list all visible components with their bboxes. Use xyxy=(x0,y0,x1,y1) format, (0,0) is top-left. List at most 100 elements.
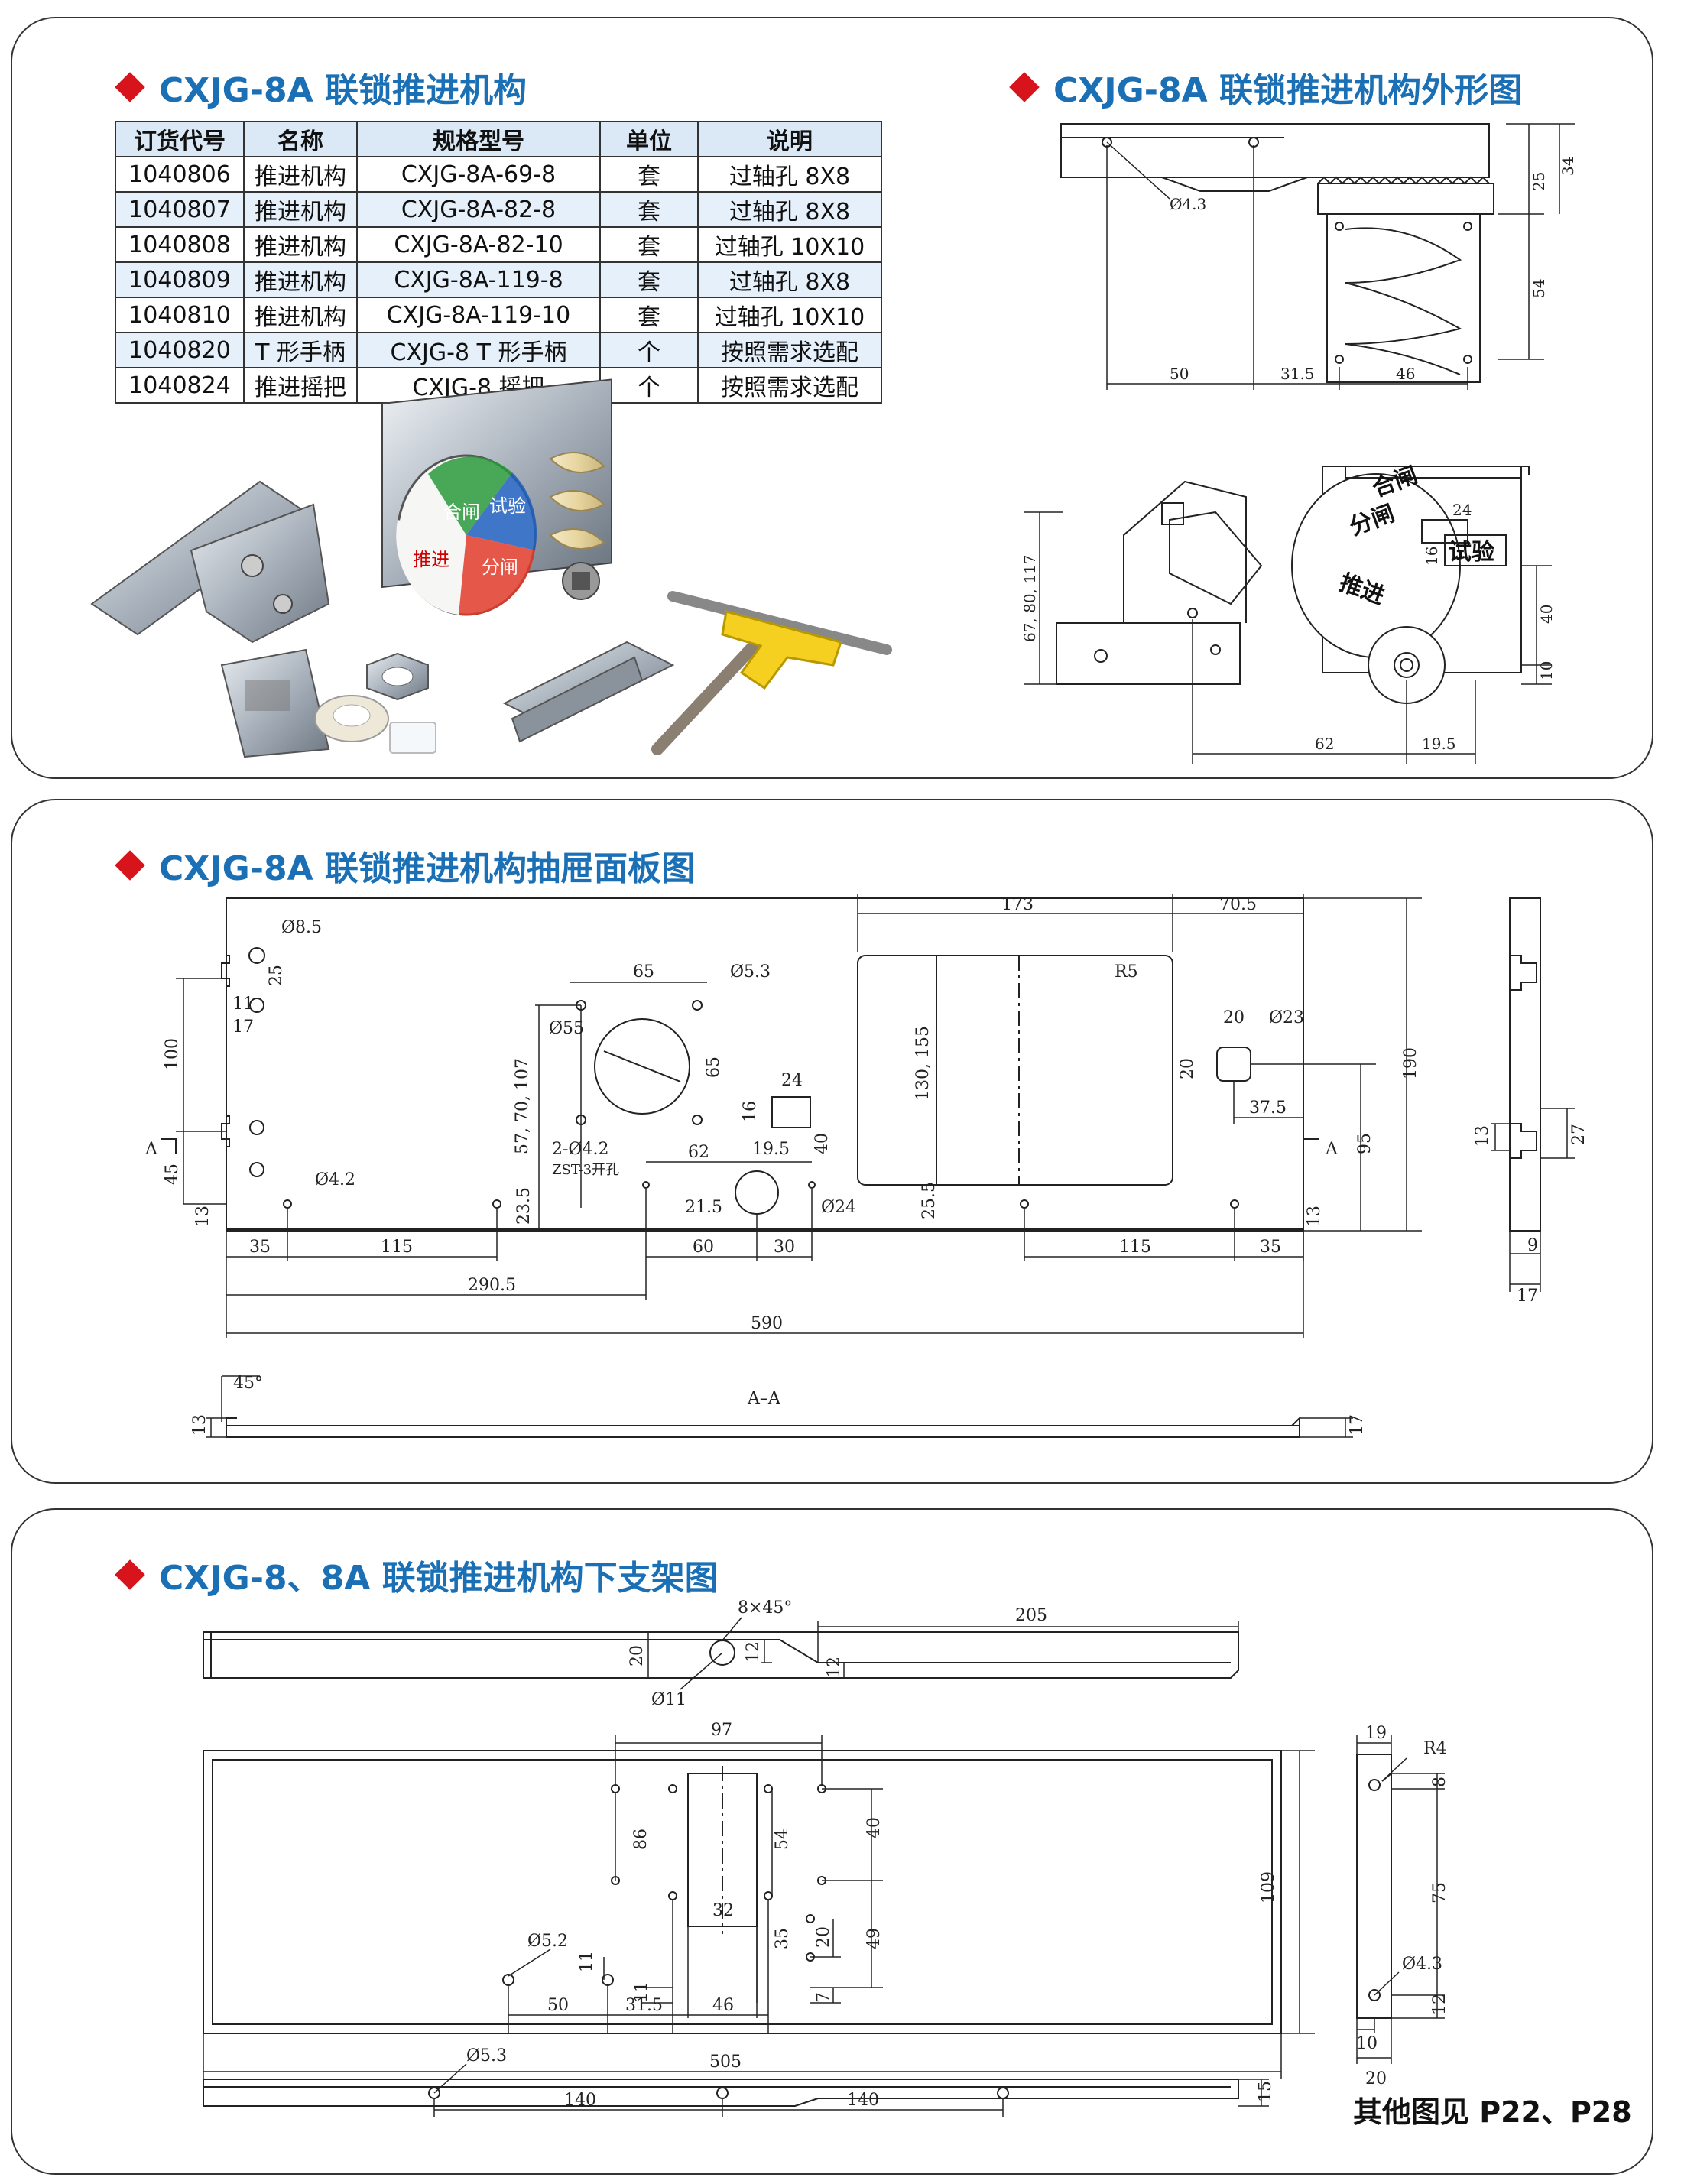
dim-label: 12 xyxy=(1430,1994,1449,2015)
plastic-cap-part xyxy=(314,695,436,754)
cell: 个 xyxy=(599,367,699,404)
diamond-bullet-icon xyxy=(1009,72,1040,102)
dim-label: 62 xyxy=(1315,735,1334,753)
cell: 1040810 xyxy=(115,297,245,333)
dial-text: 试验 xyxy=(1449,539,1494,566)
dim-label: 11 xyxy=(232,995,254,1014)
dim-label: 27 xyxy=(1569,1124,1589,1145)
dim-label: 50 xyxy=(547,1996,569,2015)
table-row: 1040809 推进机构 CXJG-8A-119-8 套 过轴孔 8X8 xyxy=(115,261,882,298)
small-bracket-part xyxy=(220,648,330,758)
dim-label: 20 xyxy=(1178,1058,1197,1079)
bracket-bottom-dims: Ø5.3 15 140 140 xyxy=(433,2046,1275,2117)
diamond-bullet-icon xyxy=(115,72,145,102)
aa-section-view xyxy=(206,1375,1353,1438)
dim-label: 34 xyxy=(1559,157,1577,176)
cell: CXJG-8A-82-10 xyxy=(356,226,601,263)
cell: 推进机构 xyxy=(243,297,358,333)
cell: 1040806 xyxy=(115,156,245,193)
dim-label: 205 xyxy=(1015,1606,1047,1625)
dim-label: 130, 155 xyxy=(914,1026,933,1101)
dim-label: 190 xyxy=(1401,1047,1420,1079)
cell: 推进机构 xyxy=(243,261,358,298)
section2-heading: CXJG-8A 联锁推进机构外形图 xyxy=(1009,63,1522,112)
dial-label: 分闸 xyxy=(482,557,518,578)
cell: 套 xyxy=(599,191,699,228)
dim-label: 35 xyxy=(249,1238,271,1257)
dim-label: 15 xyxy=(1256,2081,1275,2102)
t-handle-part xyxy=(651,591,892,755)
dim-label: 25 xyxy=(1530,172,1548,191)
dim-label: Ø55 xyxy=(549,1019,584,1038)
dim-label: 173 xyxy=(1001,895,1034,914)
dim-label: 590 xyxy=(751,1314,783,1333)
dim-label: 19.5 xyxy=(752,1140,790,1159)
table-row: 1040820 T 形手柄 CXJG-8 T 形手柄 个 按照需求选配 xyxy=(115,332,882,368)
cell: 1040808 xyxy=(115,226,245,263)
dim-label: 19.5 xyxy=(1422,735,1456,753)
dim-label: 65 xyxy=(633,962,654,982)
dim-label: Ø4.2 xyxy=(315,1170,355,1189)
cell: CXJG-8A-82-8 xyxy=(356,191,601,228)
dim-label: Ø23 xyxy=(1269,1008,1304,1027)
cell: CXJG-8 T 形手柄 xyxy=(356,332,601,368)
dim-label: 54 xyxy=(1530,279,1548,298)
col-header: 订货代号 xyxy=(115,121,245,157)
dim-label: 30 xyxy=(774,1238,795,1257)
cell: CXJG-8A-119-10 xyxy=(356,297,601,333)
cell: T 形手柄 xyxy=(243,332,358,368)
section-marker: A xyxy=(144,1140,158,1159)
dim-label: 2-Ø4.2 xyxy=(552,1140,608,1159)
col-header: 规格型号 xyxy=(356,121,601,157)
dim-label: 65 xyxy=(704,1056,723,1078)
product-photo: 合闸 试验 分闸 推进 xyxy=(90,378,892,758)
dim-label: 75 xyxy=(1430,1882,1449,1903)
dim-label: 35 xyxy=(1260,1238,1281,1257)
dim-label: 140 xyxy=(847,2091,879,2110)
dim-label: 40 xyxy=(865,1817,884,1838)
nut-part xyxy=(366,652,429,701)
dim-label: 70.5 xyxy=(1219,895,1257,914)
dim-label: 24 xyxy=(1452,501,1472,519)
dim-label: 37.5 xyxy=(1249,1098,1287,1118)
dim-label: 31.5 xyxy=(625,1996,663,2015)
dim-label: 100 xyxy=(163,1038,182,1070)
dim-label: 95 xyxy=(1355,1133,1374,1154)
dim-label: 9 xyxy=(1527,1236,1538,1255)
dim-label: 13 xyxy=(1305,1206,1324,1227)
dim-label: 62 xyxy=(688,1143,709,1162)
diamond-bullet-icon xyxy=(115,1559,145,1590)
dim-label: 11 xyxy=(577,1951,596,1972)
outline-top-view: Ø4.3 34 25 54 50 31.5 46 xyxy=(1060,123,1577,390)
col-header: 单位 xyxy=(599,121,699,157)
cell: 推进机构 xyxy=(243,156,358,193)
section3-title: CXJG-8A 联锁推进机构抽屉面板图 xyxy=(159,849,695,888)
section1-heading: CXJG-8A 联锁推进机构 xyxy=(115,63,527,112)
table-row: 1040806 推进机构 CXJG-8A-69-8 套 过轴孔 8X8 xyxy=(115,156,882,193)
bracket-drawing: 8×45° 205 20 12 12 Ø11 97 86 54 40 32 35… xyxy=(203,1598,1449,2107)
dim-label: 97 xyxy=(711,1721,732,1740)
dim-label: 31.5 xyxy=(1280,365,1315,383)
dim-label: 46 xyxy=(712,1996,734,2015)
bracket-section xyxy=(11,1508,1653,2175)
section4-title: CXJG-8、8A 联锁推进机构下支架图 xyxy=(159,1559,719,1598)
dim-label: 7 xyxy=(814,1992,833,2003)
section3-heading: CXJG-8A 联锁推进机构抽屉面板图 xyxy=(115,841,695,890)
slider-plate-part xyxy=(502,641,675,743)
bracket-plate-view xyxy=(203,1735,1315,2079)
table-row: 1040807 推进机构 CXJG-8A-82-8 套 过轴孔 8X8 xyxy=(115,191,882,228)
dim-label: 12 xyxy=(744,1641,763,1663)
mechanism-body: 合闸 试验 分闸 推进 xyxy=(381,378,612,616)
dim-label: 115 xyxy=(1119,1238,1151,1257)
col-header: 说明 xyxy=(697,121,882,157)
dim-label: 13 xyxy=(190,1414,209,1436)
cell: 推进摇把 xyxy=(243,367,358,404)
table-row: 1040810 推进机构 CXJG-8A-119-10 套 过轴孔 10X10 xyxy=(115,297,882,333)
dial-label: 合闸 xyxy=(443,501,480,523)
dim-label: 140 xyxy=(564,2091,596,2110)
dim-label: 40 xyxy=(813,1133,832,1154)
dim-label: 20 xyxy=(1365,2069,1387,2088)
dim-label: Ø11 xyxy=(651,1690,686,1709)
dim-label: 505 xyxy=(709,2053,742,2072)
dim-label: R4 xyxy=(1423,1739,1447,1758)
